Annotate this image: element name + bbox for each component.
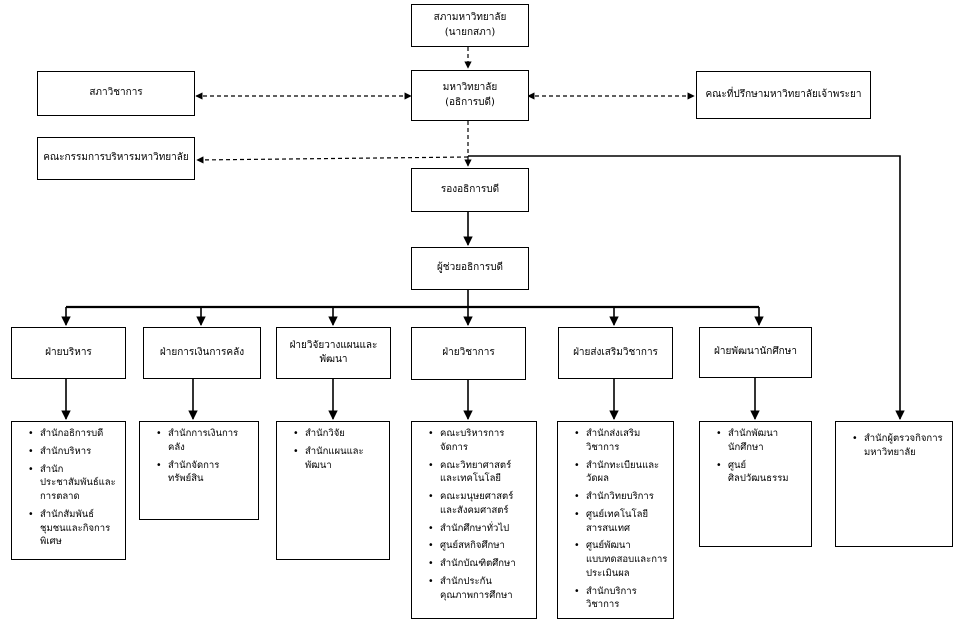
division-research-planning-box: ฝ่ายวิจัยวางแผนและ พัฒนา bbox=[276, 327, 391, 379]
council-head: (นายกสภา) bbox=[444, 26, 496, 38]
president-name: มหาวิทยาลัย bbox=[442, 82, 498, 93]
unit-item: สำนักวิจัย bbox=[293, 427, 385, 441]
unit-item: สำนักส่งเสริมวิชาการ bbox=[574, 427, 669, 455]
president-title: (อธิการบดี) bbox=[445, 96, 495, 108]
unit-item: สำนักวิทยบริการ bbox=[574, 490, 669, 504]
university-council-box: สภามหาวิทยาลัย (นายกสภา) bbox=[411, 4, 529, 47]
assistant-president-box: ผู้ช่วยอธิการบดี bbox=[411, 247, 529, 290]
units-academic-promotion-list: สำนักส่งเสริมวิชาการ สำนักทะเบียนและวัดผ… bbox=[557, 421, 674, 619]
unit-item: สำนักการเงินการคลัง bbox=[156, 427, 254, 455]
vice-president-label: รองอธิการบดี bbox=[440, 183, 500, 195]
unit-item: ศูนย์ศิลปวัฒนธรรม bbox=[716, 459, 807, 487]
unit-item: สำนักบริหาร bbox=[28, 445, 121, 459]
vice-president-box: รองอธิการบดี bbox=[411, 168, 529, 212]
division-title: ฝ่ายการเงินการคลัง bbox=[159, 346, 245, 358]
division-administration-box: ฝ่ายบริหาร bbox=[11, 327, 126, 379]
council-name: สภามหาวิทยาลัย bbox=[433, 12, 507, 23]
unit-item: คณะมนุษยศาสตร์และสังคมศาสตร์ bbox=[428, 490, 532, 518]
unit-item: คณะวิทยาศาสตร์และเทคโนโลยี bbox=[428, 459, 532, 487]
advisory-board-label: คณะที่ปรึกษามหาวิทยาลัยเจ้าพระยา bbox=[705, 88, 862, 100]
unit-item: สำนักบัณฑิตศึกษา bbox=[428, 557, 532, 571]
units-administration-list: สำนักอธิการบดี สำนักบริหาร สำนักประชาสัม… bbox=[11, 421, 126, 560]
division-title: ฝ่ายวิชาการ bbox=[442, 347, 495, 359]
division-academic-promotion-box: ฝ่ายส่งเสริมวิชาการ bbox=[558, 327, 673, 379]
division-title: ฝ่ายส่งเสริมวิชาการ bbox=[573, 346, 658, 358]
admin-committee-box: คณะกรรมการบริหารมหาวิทยาลัย bbox=[37, 137, 195, 180]
division-title: ฝ่ายบริหาร bbox=[45, 346, 92, 358]
advisory-board-box: คณะที่ปรึกษามหาวิทยาลัยเจ้าพระยา bbox=[696, 71, 871, 119]
unit-item: สำนักบริการวิชาการ bbox=[574, 585, 669, 613]
unit-item: ศูนย์สหกิจศึกษา bbox=[428, 539, 532, 553]
president-box: มหาวิทยาลัย (อธิการบดี) bbox=[411, 70, 529, 121]
units-student-dev-list: สำนักพัฒนานักศึกษา ศูนย์ศิลปวัฒนธรรม bbox=[699, 421, 812, 547]
division-title: ฝ่ายวิจัยวางแผนและ bbox=[289, 339, 378, 351]
admin-committee-label: คณะกรรมการบริหารมหาวิทยาลัย bbox=[43, 152, 189, 164]
academic-senate-box: สภาวิชาการ bbox=[37, 71, 195, 116]
division-title: พัฒนา bbox=[319, 354, 348, 365]
assistant-president-label: ผู้ช่วยอธิการบดี bbox=[436, 262, 504, 274]
audit-link bbox=[468, 155, 905, 420]
unit-item: ศูนย์เทคโนโลยีสารสนเทศ bbox=[574, 508, 669, 536]
division-title: ฝ่ายพัฒนานักศึกษา bbox=[714, 346, 797, 358]
unit-item: สำนักอธิการบดี bbox=[28, 427, 121, 441]
unit-item: สำนักประกันคุณภาพการศึกษา bbox=[428, 575, 532, 603]
division-student-dev-box: ฝ่ายพัฒนานักศึกษา bbox=[699, 327, 812, 378]
division-finance-box: ฝ่ายการเงินการคลัง bbox=[143, 327, 261, 379]
committee-link-dashed bbox=[196, 156, 469, 164]
unit-item: สำนักพัฒนานักศึกษา bbox=[716, 427, 807, 455]
unit-item: สำนักศึกษาทั่วไป bbox=[428, 522, 532, 536]
academic-senate-label: สภาวิชาการ bbox=[89, 87, 143, 99]
division-academic-box: ฝ่ายวิชาการ bbox=[411, 327, 526, 380]
